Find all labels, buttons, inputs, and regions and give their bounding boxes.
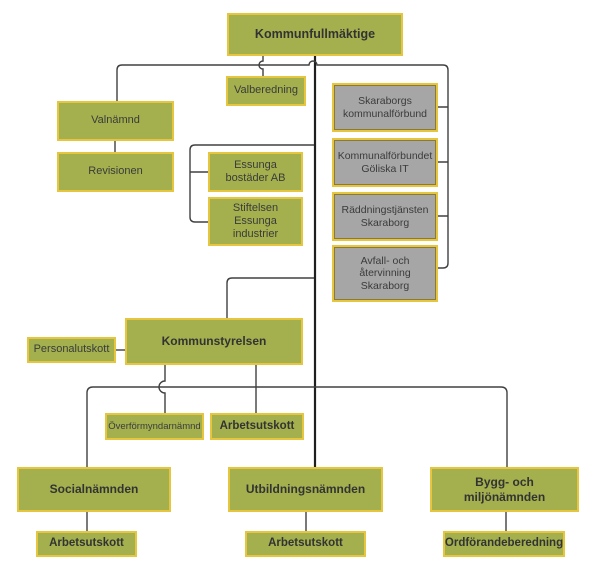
box-utbildningsnamnden: Utbildningsnämnden <box>228 467 383 512</box>
box-overformyndarnamnd: Överförmyndarnämnd <box>105 413 204 440</box>
box-essunga-bostader: Essunga bostäder AB <box>208 152 303 192</box>
box-socialnamnden: Socialnämnden <box>17 467 171 512</box>
connector-kf-valberedning <box>258 55 264 76</box>
box-ordforandeberedning: Ordförandeberedning <box>443 531 565 557</box>
box-valberedning: Valberedning <box>226 76 306 106</box>
box-bygg-miljonamnden: Bygg- och miljönämnden <box>430 467 579 512</box>
box-arbetsutskott-ks: Arbetsutskott <box>210 413 304 440</box>
box-skaraborgs-kommunalforbund: Skaraborgs kommunalförbund <box>334 85 436 130</box>
box-arbetsutskott-utbildning: Arbetsutskott <box>245 531 366 557</box>
box-personalutskott: Personalutskott <box>27 337 116 363</box>
box-arbetsutskott-social: Arbetsutskott <box>36 531 137 557</box>
box-kommunfullmaktige: Kommunfullmäktige <box>227 13 403 56</box>
connector-trunk-kommunstyrelsen <box>226 277 314 318</box>
box-valnamnd: Valnämnd <box>57 101 174 141</box>
box-revisionen: Revisionen <box>57 152 174 192</box>
box-kommunstyrelsen: Kommunstyrelsen <box>125 318 303 365</box>
box-avfall-atervinning: Avfall- och återvinning Skaraborg <box>334 247 436 300</box>
connector-ks-overformyndarnamnd <box>158 365 166 413</box>
box-stiftelsen-essunga: Stiftelsen Essunga industrier <box>208 197 303 246</box>
box-raddningstjansten: Räddningstjänsten Skaraborg <box>334 194 436 239</box>
box-goliska-it: Kommunalförbundet Göliska IT <box>334 140 436 185</box>
